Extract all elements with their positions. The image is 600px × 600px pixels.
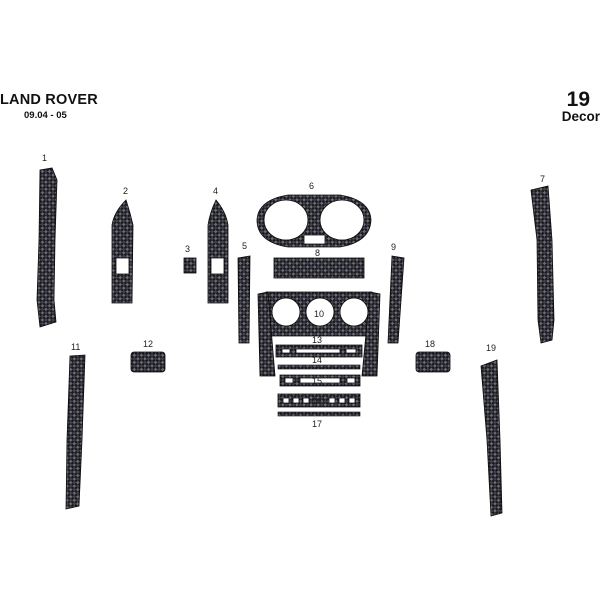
part-number-10: 10 xyxy=(314,309,324,319)
part-number-18: 18 xyxy=(425,339,435,349)
decor-piece-2[interactable] xyxy=(111,199,134,304)
decor-piece-17[interactable] xyxy=(277,411,361,417)
decor-piece-4[interactable] xyxy=(207,199,229,304)
part-number-11: 11 xyxy=(71,342,80,352)
part-number-labels: 1 2 3 4 5 6 7 8 9 10 11 12 13 14 15 16 1… xyxy=(42,153,545,429)
decor-piece-5[interactable] xyxy=(237,255,251,344)
decor-piece-15[interactable] xyxy=(279,374,361,387)
part-number-1: 1 xyxy=(42,153,47,163)
decor-piece-1[interactable] xyxy=(36,167,58,328)
part-number-3: 3 xyxy=(185,244,190,254)
decor-piece-19[interactable] xyxy=(480,359,503,517)
part-number-15: 15 xyxy=(312,376,322,386)
decor-piece-11[interactable] xyxy=(65,354,86,510)
decor-piece-8[interactable] xyxy=(273,257,365,279)
part-number-13: 13 xyxy=(312,335,322,345)
part-number-8: 8 xyxy=(315,248,320,258)
part-number-19: 19 xyxy=(486,343,496,353)
decor-piece-console-left[interactable] xyxy=(257,291,276,377)
decor-piece-7[interactable] xyxy=(530,185,555,344)
part-number-6: 6 xyxy=(309,181,314,191)
decor-piece-13[interactable] xyxy=(275,344,363,358)
part-number-16: 16 xyxy=(312,396,322,406)
part-number-9: 9 xyxy=(391,242,396,252)
part-number-2: 2 xyxy=(123,186,128,196)
piece-count: 19 xyxy=(566,88,590,111)
brand-title: LAND ROVER xyxy=(0,92,98,108)
kit-kind: Decor xyxy=(561,109,600,124)
decor-piece-6[interactable] xyxy=(256,194,372,248)
decor-piece-16[interactable] xyxy=(277,393,361,408)
part-number-17: 17 xyxy=(312,419,322,429)
date-range: 09.04 - 05 xyxy=(24,110,67,121)
part-number-12: 12 xyxy=(143,339,153,349)
part-number-5: 5 xyxy=(242,241,247,251)
part-number-7: 7 xyxy=(540,174,545,184)
part-number-4: 4 xyxy=(213,186,218,196)
decor-piece-12[interactable] xyxy=(130,351,166,373)
decor-piece-console-right[interactable] xyxy=(361,291,381,377)
decor-piece-9[interactable] xyxy=(387,255,405,344)
part-number-14: 14 xyxy=(312,355,322,365)
decor-piece-3[interactable] xyxy=(183,257,197,274)
decor-piece-14[interactable] xyxy=(277,364,361,370)
decor-piece-18[interactable] xyxy=(415,351,451,373)
